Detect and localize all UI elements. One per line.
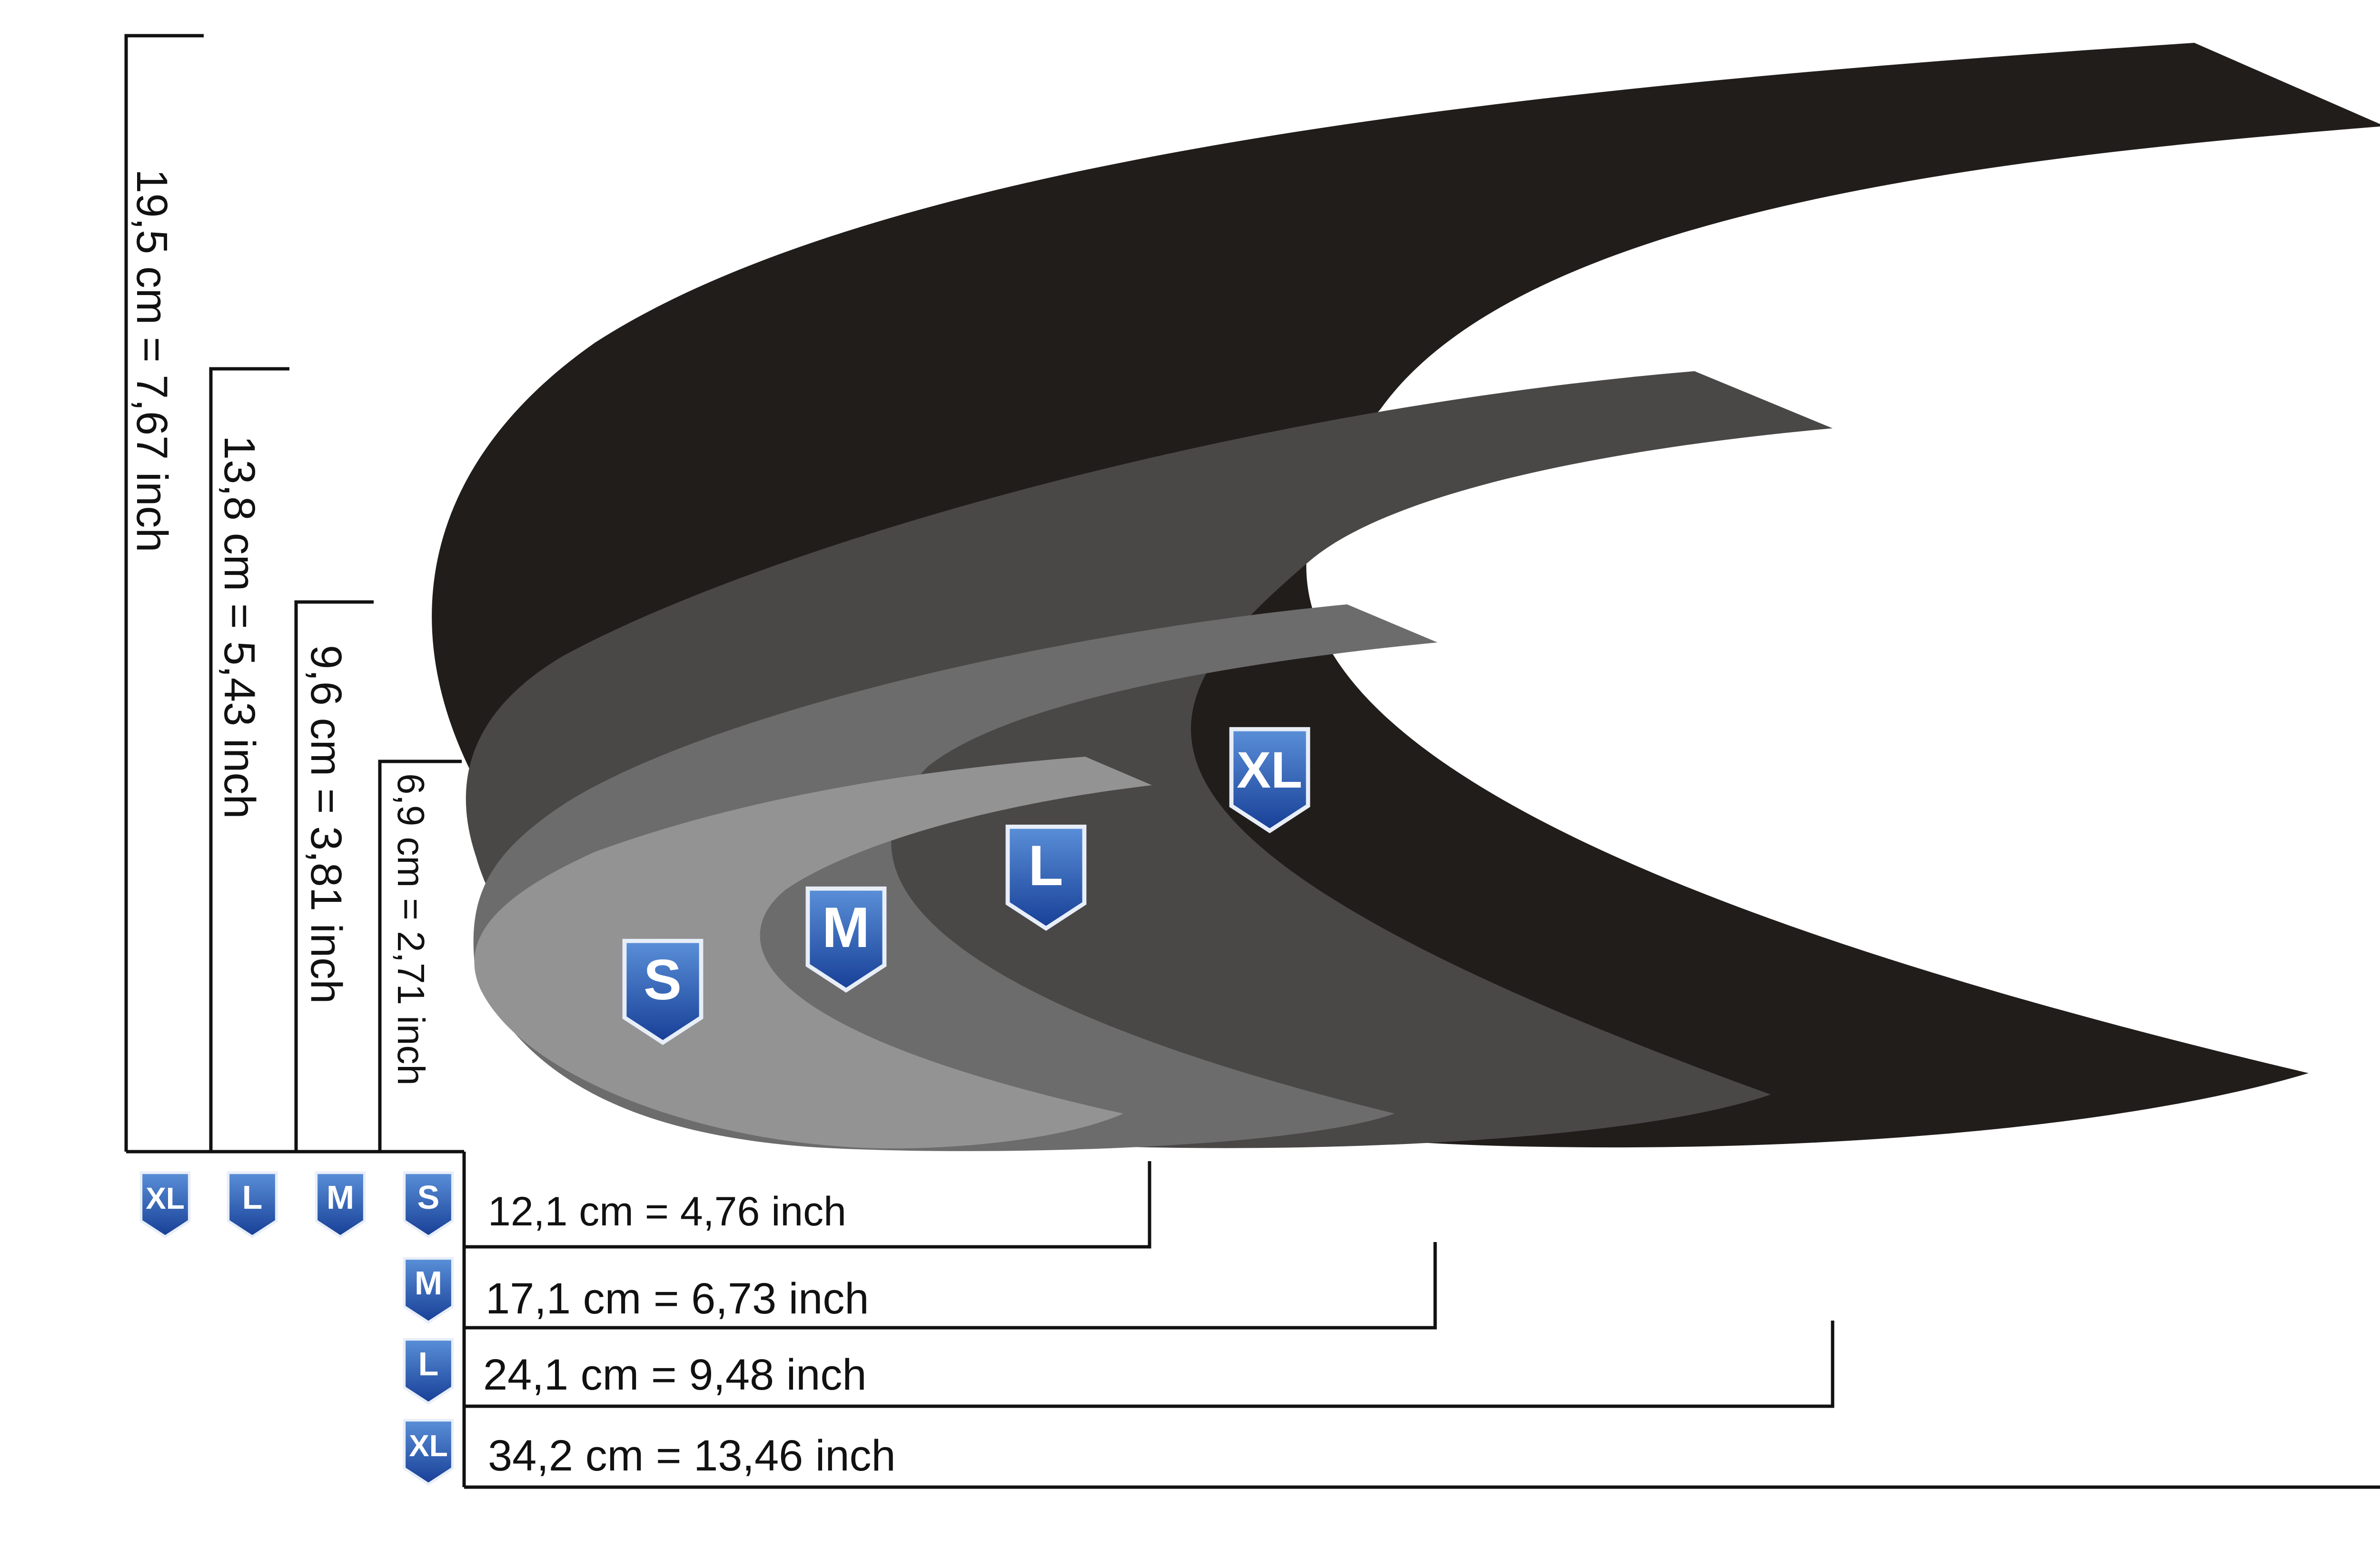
svg-text:XL: XL [1237, 741, 1302, 799]
shield-badge-icon-m-height: M [316, 1173, 364, 1236]
svg-text:L: L [1028, 834, 1063, 898]
crescent-shapes [432, 43, 2380, 1151]
svg-text:M: M [415, 1264, 442, 1302]
crescent-s [474, 757, 1152, 1149]
svg-text:S: S [417, 1179, 440, 1216]
shield-badge-icon-s-height: S [404, 1173, 452, 1236]
height-bracket-l [209, 367, 289, 1152]
height-label-xl: 19,5 cm = 7,67 inch [128, 169, 176, 553]
length-bracket-xl [464, 1485, 2380, 1489]
svg-text:L: L [242, 1179, 263, 1216]
svg-text:S: S [644, 948, 682, 1012]
shield-badge-icon-s-shape: S [625, 941, 701, 1043]
shield-badge-icon-xl-length: XL [404, 1420, 452, 1484]
length-label-s: 12,1 cm = 4,76 inch [488, 1189, 846, 1234]
height-label-m: 9,6 cm = 3,81 inch [302, 645, 350, 1004]
height-bracket-m [294, 600, 374, 1152]
length-label-m: 17,1 cm = 6,73 inch [486, 1274, 869, 1323]
length-label-xl: 34,2 cm = 13,46 inch [488, 1431, 896, 1480]
svg-text:XL: XL [146, 1181, 185, 1215]
shield-badge-icon-l-length: L [404, 1339, 452, 1403]
shield-badge-icon-xl-height: XL [141, 1173, 189, 1236]
svg-text:M: M [822, 896, 870, 959]
height-dimensions: 19,5 cm = 7,67 inch 13,8 cm = 5,43 inch … [124, 34, 464, 1154]
svg-text:L: L [418, 1345, 439, 1382]
size-badges: XL L M S M L XL S [141, 729, 1308, 1484]
height-bracket-s [378, 760, 462, 1152]
shield-badge-icon-xl-shape: XL [1231, 729, 1308, 831]
shield-badge-icon-m-length: M [404, 1258, 452, 1322]
shield-badge-icon-l-height: L [228, 1173, 276, 1236]
length-bracket-l [464, 1321, 1835, 1408]
height-label-l: 13,8 cm = 5,43 inch [215, 435, 264, 819]
height-bracket-xl [124, 34, 204, 1152]
svg-text:XL: XL [409, 1429, 448, 1463]
length-bracket-s [464, 1161, 1151, 1249]
shield-badge-icon-l-shape: L [1008, 827, 1084, 928]
shield-badge-icon-m-shape: M [808, 888, 884, 990]
length-label-l: 24,1 cm = 9,48 inch [483, 1351, 867, 1399]
length-dimensions: 12,1 cm = 4,76 inch 17,1 cm = 6,73 inch … [462, 1152, 2380, 1489]
length-bracket-m [464, 1242, 1437, 1330]
svg-text:M: M [327, 1179, 354, 1216]
height-label-s: 6,9 cm = 2,71 inch [390, 773, 432, 1085]
